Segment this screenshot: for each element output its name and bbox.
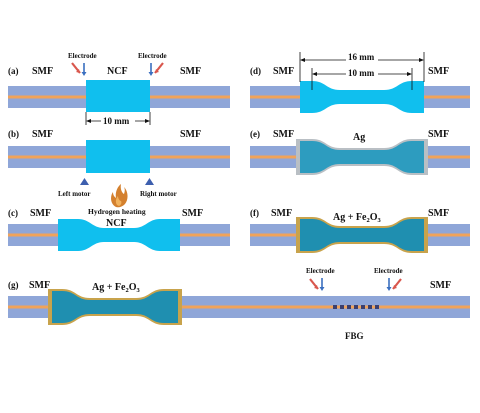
panel-a-label: (a)	[8, 66, 19, 76]
smf-left-core	[250, 233, 300, 237]
ncf-label: NCF	[106, 218, 127, 229]
ag-fe2o3-label: Ag + Fe2O3	[92, 282, 141, 294]
ncf-tapered-segment	[300, 141, 424, 173]
smf-left-label: SMF	[273, 66, 294, 77]
panel-g: (g) SMF SMF Ag + Fe2O3 FBG Electrode Ele…	[8, 267, 470, 341]
dimension-10mm-label: 10 mm	[103, 116, 130, 126]
dimension-10mm-a	[85, 112, 151, 126]
fe-subscript: 2	[366, 217, 369, 224]
electrode-arrow-icon	[71, 62, 87, 76]
smf-left-core	[250, 155, 300, 159]
smf-right-label: SMF	[430, 280, 451, 291]
panel-b-label: (b)	[8, 129, 19, 139]
panel-e: (e) SMF SMF Ag	[250, 129, 470, 175]
panel-c-label: (c)	[8, 208, 18, 218]
fbg-label: FBG	[345, 331, 364, 341]
electrode-left-label: Electrode	[68, 52, 97, 60]
dimension-10mm-label: 10 mm	[348, 68, 375, 78]
panel-d: (d) SMF SMF 16 mm 10 mm	[250, 51, 470, 113]
dimension-16mm-label: 16 mm	[348, 52, 375, 62]
panel-c: (c) SMF SMF Hydrogen heating NCF	[8, 207, 230, 251]
o-text: O	[370, 212, 378, 223]
smf-right-label: SMF	[428, 129, 449, 140]
electrode-arrow-icon	[309, 278, 325, 291]
dimension-10mm-d	[311, 67, 413, 90]
smf-right-core	[150, 95, 230, 99]
ag-fe-text: Ag + Fe	[333, 212, 367, 223]
panel-f-label: (f)	[250, 208, 259, 218]
fe-subscript: 2	[125, 287, 128, 294]
smf-right-core	[180, 233, 230, 237]
panel-f: (f) SMF SMF Ag + Fe2O3	[250, 208, 470, 253]
motor-triangle-icon	[145, 178, 154, 185]
panel-e-label: (e)	[250, 129, 260, 139]
smf-left-label: SMF	[32, 66, 53, 77]
motor-triangle-icon	[80, 178, 89, 185]
electrode-right-label: Electrode	[374, 267, 403, 275]
smf-right-core	[178, 305, 470, 309]
flame-icon	[111, 184, 128, 208]
ag-fe-text: Ag + Fe	[92, 282, 126, 293]
right-motor-label: Right motor	[140, 190, 177, 198]
smf-left-label: SMF	[271, 208, 292, 219]
smf-left-label: SMF	[29, 280, 50, 291]
o-subscript: 3	[137, 287, 141, 294]
smf-left-core	[8, 305, 52, 309]
smf-left-core	[8, 95, 86, 99]
ncf-tapered-segment	[52, 291, 178, 323]
ncf-segment	[86, 140, 150, 173]
ncf-label: NCF	[107, 66, 128, 77]
ncf-tapered-segment	[300, 219, 424, 251]
smf-right-label: SMF	[428, 208, 449, 219]
ag-fe2o3-label: Ag + Fe2O3	[333, 212, 382, 224]
ag-label: Ag	[353, 132, 365, 143]
smf-right-label: SMF	[180, 129, 201, 140]
electrode-arrow-icon	[386, 278, 402, 291]
smf-right-core	[424, 95, 470, 99]
panel-b: (b) SMF SMF Left motor Right motor	[8, 129, 230, 208]
electrode-left-label: Electrode	[306, 267, 335, 275]
smf-left-core	[250, 95, 300, 99]
smf-left-label: SMF	[32, 129, 53, 140]
left-motor-label: Left motor	[58, 190, 90, 198]
smf-right-label: SMF	[182, 208, 203, 219]
o-text: O	[129, 282, 137, 293]
smf-left-label: SMF	[273, 129, 294, 140]
electrode-right-label: Electrode	[138, 52, 167, 60]
smf-right-label: SMF	[180, 66, 201, 77]
smf-left-core	[8, 233, 58, 237]
fbg-grating	[333, 305, 379, 309]
smf-right-core	[424, 155, 470, 159]
hydrogen-heating-label: Hydrogen heating	[88, 207, 146, 216]
panel-d-label: (d)	[250, 66, 261, 76]
ncf-segment	[86, 80, 150, 112]
smf-right-core	[150, 155, 230, 159]
o-subscript: 3	[378, 217, 382, 224]
dimension-16mm	[299, 51, 425, 82]
panel-a: (a) SMF SMF NCF Electrode Electrode 10	[8, 52, 230, 126]
smf-left-label: SMF	[30, 208, 51, 219]
ncf-tapered-segment	[300, 81, 424, 113]
smf-right-label: SMF	[428, 66, 449, 77]
smf-right-core	[424, 233, 470, 237]
electrode-arrow-icon	[148, 62, 164, 76]
smf-left-core	[8, 155, 86, 159]
panel-g-label: (g)	[8, 280, 19, 290]
ncf-tapered-segment	[58, 219, 180, 251]
